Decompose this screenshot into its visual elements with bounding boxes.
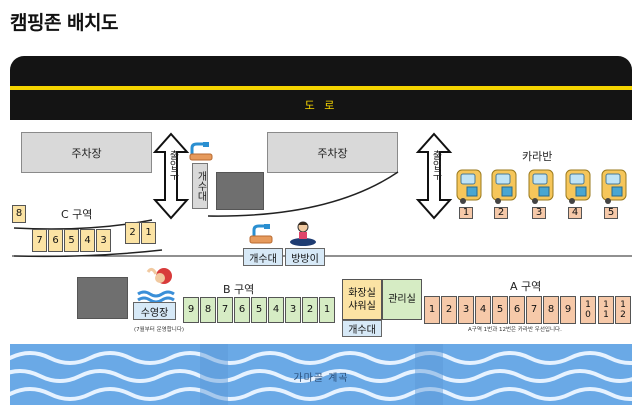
caravan-site-3[interactable]: 3	[532, 207, 546, 219]
zone-a-site-11[interactable]: 11	[598, 296, 614, 324]
sink-station-label: 개수대	[348, 325, 376, 336]
parking-right[interactable]: 주차장	[267, 132, 398, 173]
zone-c-site-1[interactable]: 1	[141, 222, 156, 244]
caravan-3-icon	[528, 169, 554, 204]
management-office[interactable]: 관리실	[382, 279, 422, 320]
zone-c-site-3[interactable]: 3	[96, 229, 111, 252]
road-center-line	[10, 86, 632, 90]
zone-a-label: A 구역	[510, 280, 542, 293]
zone-b-site-8[interactable]: 8	[200, 297, 216, 323]
building-dark-pool	[77, 277, 128, 319]
caravan-4-icon	[565, 169, 591, 204]
washroom-top-label: 개수대	[195, 171, 206, 201]
restroom-label: 화장실	[348, 287, 376, 299]
parking-left-label: 주차장	[71, 146, 102, 160]
zone-a-note: A구역 1번과 12번은 카라반 우선입니다.	[468, 327, 562, 333]
pool[interactable]: 수영장	[133, 302, 176, 320]
zone-a-site-8[interactable]: 8	[543, 296, 559, 324]
caravan-site-4[interactable]: 4	[568, 207, 582, 219]
zone-a-site-3[interactable]: 3	[458, 296, 474, 324]
caravan-site-5[interactable]: 5	[604, 207, 618, 219]
parking-left[interactable]: 주차장	[21, 132, 152, 173]
zone-b-site-3[interactable]: 3	[285, 297, 301, 323]
faucet-icon	[189, 142, 213, 161]
river	[10, 344, 632, 405]
zone-a-site-4[interactable]: 4	[475, 296, 491, 324]
caravan-1-icon	[456, 169, 482, 204]
zone-a-site-12[interactable]: 12	[615, 296, 631, 324]
zone-c-site-2[interactable]: 2	[125, 222, 140, 244]
page-title: 캠핑존 배치도	[10, 12, 119, 34]
wash-station-faucet-icon	[249, 224, 273, 244]
zone-b-site-5[interactable]: 5	[251, 297, 267, 323]
caravan-site-1[interactable]: 1	[459, 207, 473, 219]
zone-c-label: C 구역	[61, 208, 93, 221]
zone-a-site-5[interactable]: 5	[492, 296, 508, 324]
river-waves	[10, 344, 632, 405]
shower-label: 샤워실	[348, 300, 376, 312]
zone-a-site-10[interactable]: 10	[580, 296, 596, 324]
parking-right-label: 주차장	[317, 146, 348, 160]
zone-b-site-7[interactable]: 7	[217, 297, 233, 323]
washroom-top[interactable]: 개수대	[192, 163, 208, 209]
pool-note: (7월부터 운영합니다)	[134, 327, 185, 333]
zone-b-site-1[interactable]: 1	[319, 297, 335, 323]
zone-b-site-4[interactable]: 4	[268, 297, 284, 323]
sink-station[interactable]: 개수대	[342, 320, 382, 337]
zone-c-site-6[interactable]: 6	[48, 229, 63, 252]
zone-b-site-2[interactable]: 2	[302, 297, 318, 323]
zone-c-site-5[interactable]: 5	[64, 229, 79, 252]
entrance-left-arrow-icon	[152, 132, 190, 220]
zone-b-label: B 구역	[223, 283, 255, 296]
zone-c-site-4[interactable]: 4	[80, 229, 95, 252]
caravan-2-icon	[491, 169, 517, 204]
zone-a-site-1[interactable]: 1	[424, 296, 440, 324]
zone-a-site-2[interactable]: 2	[441, 296, 457, 324]
zone-c-site-7[interactable]: 7	[32, 229, 47, 252]
entrance-left-label: 출입구	[167, 150, 178, 180]
caravan-label: 카라반	[522, 150, 553, 163]
zone-b-site-9[interactable]: 9	[183, 297, 199, 323]
zone-a-site-9[interactable]: 9	[560, 296, 576, 324]
swimmer-icon	[137, 267, 175, 304]
zone-c-site-8[interactable]: 8	[12, 205, 26, 223]
road-label: 도 로	[304, 99, 338, 112]
trampoline-icon	[290, 221, 316, 246]
pool-label: 수영장	[140, 307, 169, 319]
caravan-5-icon	[601, 169, 627, 204]
caravan-site-2[interactable]: 2	[494, 207, 508, 219]
zone-a-site-6[interactable]: 6	[509, 296, 525, 324]
restroom-shower[interactable]: 화장실 샤워실	[342, 279, 382, 320]
wash-station[interactable]: 개수대	[243, 248, 283, 266]
zone-a-site-7[interactable]: 7	[526, 296, 542, 324]
trampoline-label: 방방이	[291, 253, 319, 265]
entrance-right-label: 출입구	[430, 150, 441, 180]
wash-station-label: 개수대	[249, 253, 277, 265]
river-label: 가마골 계곡	[293, 373, 349, 384]
trampoline[interactable]: 방방이	[285, 248, 325, 266]
entrance-right-arrow-icon	[415, 132, 453, 220]
building-dark-top	[216, 172, 264, 210]
zone-b-site-6[interactable]: 6	[234, 297, 250, 323]
management-office-label: 관리실	[388, 293, 416, 305]
